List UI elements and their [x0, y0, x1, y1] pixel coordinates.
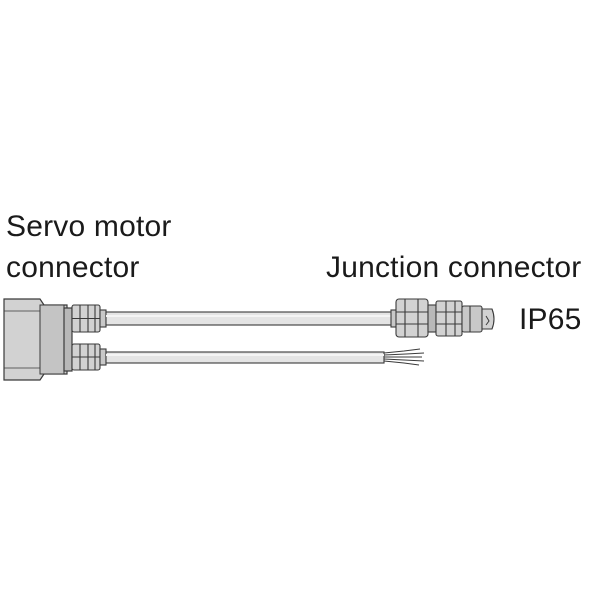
- junction-connector-label: Junction connector: [326, 251, 582, 284]
- servo-connector-label-line2: connector: [6, 251, 140, 284]
- lower-cable-boot: [71, 343, 107, 371]
- stripped-wire-ends: [383, 348, 425, 366]
- lower-cable: [105, 351, 385, 364]
- junction-connector: [390, 298, 495, 338]
- servo-connector-label-line1: Servo motor: [6, 210, 172, 243]
- upper-cable: [105, 311, 394, 326]
- upper-cable-boot: [71, 304, 107, 333]
- ip-rating-label: IP65: [519, 303, 582, 336]
- servo-motor-connector: [3, 298, 73, 381]
